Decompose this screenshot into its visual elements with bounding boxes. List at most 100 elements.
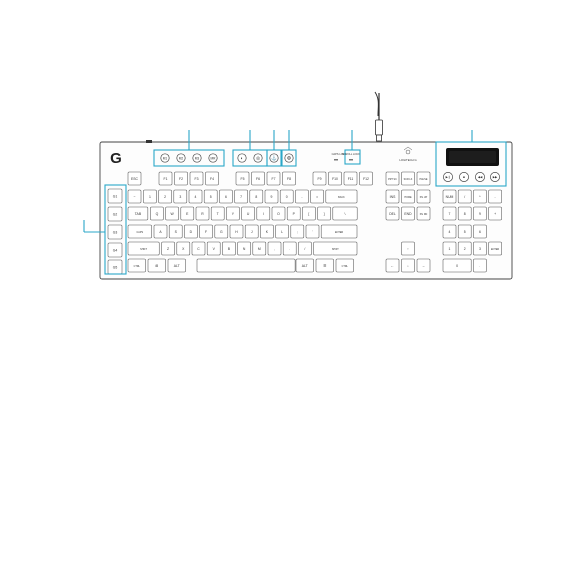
key-v[interactable]: V (206, 241, 221, 256)
key-1[interactable]: 1 (442, 241, 457, 256)
key-asterisk[interactable]: * (473, 189, 487, 204)
macro-key-m1[interactable]: M1 (160, 153, 170, 163)
key-o[interactable]: O (271, 206, 286, 221)
g-key-g1[interactable]: G1 (107, 188, 123, 204)
key-caps[interactable]: CAPS (127, 224, 152, 239)
g-key-g5[interactable]: G5 (107, 259, 123, 275)
key-j[interactable]: J (244, 224, 259, 239)
key-ctrl[interactable]: CTRL (335, 258, 354, 273)
key-2[interactable]: 2 (457, 241, 472, 256)
key-4[interactable]: 4 (442, 224, 457, 239)
key-menu[interactable]: ☰ (315, 258, 334, 273)
key-0[interactable]: 0 (442, 258, 472, 273)
key-9[interactable]: 9 (473, 206, 487, 221)
key-8[interactable]: 8 (249, 189, 264, 204)
key-f8[interactable]: F8 (282, 171, 296, 186)
key-pg-up[interactable]: PG UP (416, 189, 431, 204)
key-9[interactable]: 9 (264, 189, 279, 204)
key-d[interactable]: D (184, 224, 198, 239)
key-b[interactable]: B (222, 241, 236, 256)
key-4[interactable]: 4 (188, 189, 203, 204)
key-right-bracket[interactable]: ] (317, 206, 331, 221)
key-space[interactable] (196, 258, 296, 273)
key-home[interactable]: HOME (401, 189, 415, 204)
macro-key-m3[interactable]: M3 (192, 153, 202, 163)
key-1[interactable]: 1 (143, 189, 157, 204)
key-left-bracket[interactable]: [ (302, 206, 316, 221)
key-del[interactable]: DEL (385, 206, 400, 221)
key-y[interactable]: Y (226, 206, 240, 221)
play-pause-button[interactable]: ▶❙ (443, 172, 453, 182)
macro-key-mr[interactable]: MR (208, 153, 218, 163)
game-mode-button[interactable]: ◎ (253, 153, 263, 163)
key-alt[interactable]: ALT (295, 258, 314, 273)
key-w[interactable]: W (165, 206, 179, 221)
key-semicolon[interactable]: ; (290, 224, 305, 239)
next-track-button[interactable]: ▶▶ (490, 172, 500, 182)
key-m[interactable]: M (252, 241, 267, 256)
key-i[interactable]: I (256, 206, 271, 221)
key-equals[interactable]: = (310, 189, 324, 204)
g-key-g3[interactable]: G3 (107, 224, 123, 240)
key-f[interactable]: F (199, 224, 213, 239)
key-g[interactable]: G (214, 224, 229, 239)
key-6[interactable]: 6 (219, 189, 233, 204)
key-num[interactable]: NUM (442, 189, 457, 204)
key-slash[interactable]: / (298, 241, 312, 256)
key-tilde[interactable]: ~ (127, 189, 142, 204)
key-enter[interactable]: ENTER (320, 224, 358, 239)
windows-lock-button[interactable]: ⚓ (269, 153, 279, 163)
key-period[interactable]: . (282, 241, 297, 256)
key-period[interactable]: . (473, 258, 487, 273)
previous-track-button[interactable]: ◀◀ (475, 172, 485, 182)
key-f4[interactable]: F4 (205, 171, 219, 186)
key-f7[interactable]: F7 (266, 171, 281, 186)
key-back[interactable]: BACK (325, 189, 358, 204)
key-x[interactable]: X (176, 241, 191, 256)
key-5[interactable]: 5 (203, 189, 218, 204)
key-6[interactable]: 6 (473, 224, 487, 239)
key-3[interactable]: 3 (473, 241, 487, 256)
key-slash[interactable]: / (457, 189, 472, 204)
key-f9[interactable]: F9 (312, 171, 327, 186)
key-ins[interactable]: INS (385, 189, 400, 204)
key-8[interactable]: 8 (457, 206, 472, 221)
key-f6[interactable]: F6 (251, 171, 265, 186)
key-f5[interactable]: F5 (235, 171, 250, 186)
key-minus[interactable]: - (295, 189, 309, 204)
key-arrow-left[interactable]: ← (385, 258, 400, 273)
key-f2[interactable]: F2 (174, 171, 188, 186)
g-key-g4[interactable]: G4 (107, 242, 123, 258)
key-5[interactable]: 5 (457, 224, 472, 239)
key-2[interactable]: 2 (158, 189, 172, 204)
key-esc[interactable]: ESC (127, 171, 142, 186)
g-key-g2[interactable]: G2 (107, 206, 123, 222)
key-shift[interactable]: SHIFT (127, 241, 160, 256)
key-f11[interactable]: F11 (343, 171, 358, 186)
key-u[interactable]: U (241, 206, 255, 221)
key-a[interactable]: A (153, 224, 168, 239)
key-windows[interactable]: ⊞ (147, 258, 166, 273)
key-end[interactable]: END (401, 206, 415, 221)
key-quote[interactable]: ' (305, 224, 320, 239)
key-z[interactable]: Z (161, 241, 175, 256)
key-scr-lk[interactable]: SCR LK (401, 171, 415, 186)
key-arrow-down[interactable]: ↓ (401, 258, 415, 273)
key-s[interactable]: S (168, 224, 183, 239)
key-e[interactable]: E (180, 206, 195, 221)
key-p[interactable]: P (286, 206, 301, 221)
key-prt-sc[interactable]: PRT SC (385, 171, 400, 186)
key-k[interactable]: K (260, 224, 274, 239)
key-plus[interactable]: + (488, 206, 502, 221)
key-n[interactable]: N (237, 241, 251, 256)
brightness-button[interactable]: ❂ (284, 153, 294, 163)
key-pause[interactable]: PAUSE (416, 171, 431, 186)
key-0[interactable]: 0 (279, 189, 294, 204)
key-ctrl[interactable]: CTRL (127, 258, 146, 273)
lighting-button[interactable]: ◐ (237, 153, 247, 163)
key-tab[interactable]: TAB (127, 206, 149, 221)
key-q[interactable]: Q (150, 206, 164, 221)
key-f12[interactable]: F12 (359, 171, 373, 186)
volume-roller[interactable] (146, 140, 152, 143)
key-enter[interactable]: ENTER (488, 241, 502, 256)
